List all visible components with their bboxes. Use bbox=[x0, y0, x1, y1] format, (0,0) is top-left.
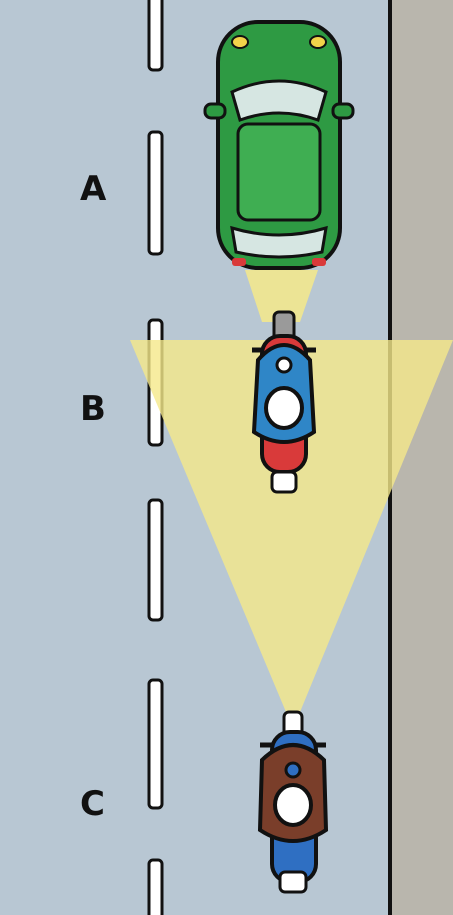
label-b: B bbox=[80, 389, 106, 429]
label-c: C bbox=[80, 784, 105, 824]
lane-dash bbox=[147, 678, 164, 810]
lane-dash bbox=[147, 0, 164, 72]
green-car-icon bbox=[203, 20, 355, 270]
label-a: A bbox=[80, 169, 107, 209]
motorcycle-blue-icon bbox=[257, 710, 329, 894]
lane-dash bbox=[147, 498, 164, 622]
motorcycle-c-headlight-beam bbox=[130, 340, 453, 712]
car-headlight-beam bbox=[245, 270, 318, 322]
lane-dash bbox=[147, 130, 164, 256]
lane-dash bbox=[147, 858, 164, 915]
motorcycle-red-icon bbox=[251, 310, 317, 494]
